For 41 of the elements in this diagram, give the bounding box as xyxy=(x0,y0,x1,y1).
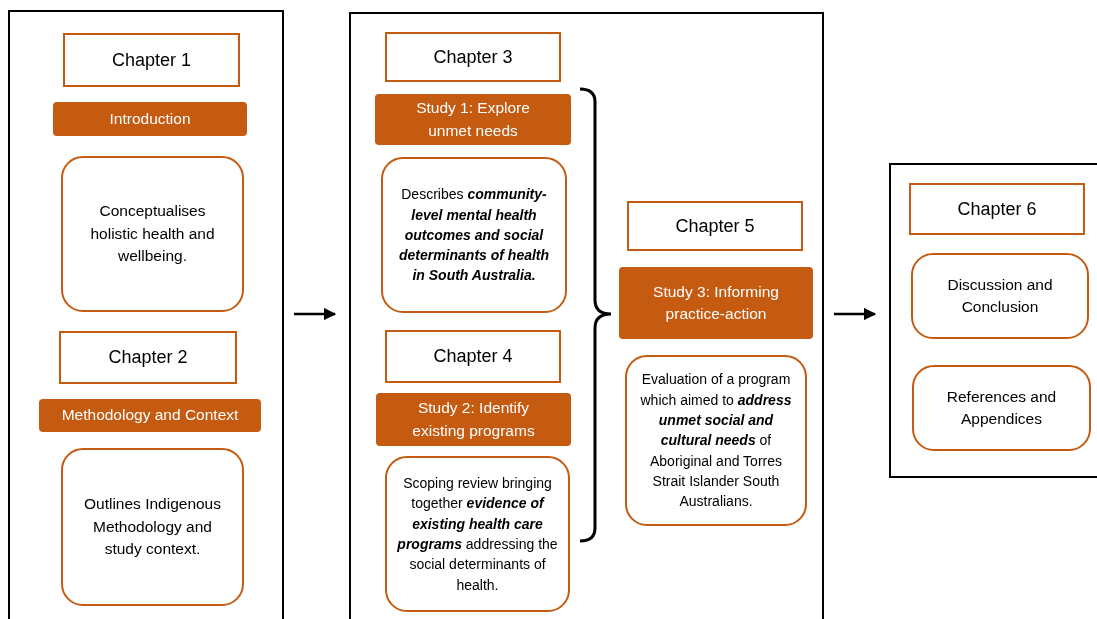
description-box xyxy=(912,365,1091,451)
box-text: Chapter 6 xyxy=(957,198,1037,220)
description-box xyxy=(625,355,807,526)
box-text: Describes community-level mental health outcomes and social determinants of health in South Australia. xyxy=(397,185,551,286)
description-box xyxy=(381,157,567,313)
study-title-banner xyxy=(376,393,571,446)
chapter-panel xyxy=(889,163,1097,478)
arrow xyxy=(294,307,337,321)
description-box xyxy=(911,253,1089,339)
box-text: Study 3: Informing practice-action xyxy=(652,281,780,324)
box-text: Discussion and Conclusion xyxy=(946,274,1054,317)
box-text: Evaluation of a program which aimed to address unmet social and cultural needs of Aboriginal and Torres Strait Islander South Australians. xyxy=(639,370,793,512)
chapter-heading-box xyxy=(909,183,1085,235)
box-text: Study 1: Explore unmet needs xyxy=(415,98,531,141)
chapter-panel xyxy=(349,12,824,619)
chapter-heading-box xyxy=(63,33,240,87)
study-title-banner xyxy=(375,94,571,145)
box-text: Methodology and Context xyxy=(61,405,239,426)
description-box xyxy=(385,456,570,612)
box-text: Chapter 4 xyxy=(433,346,513,367)
study-title-banner xyxy=(53,102,247,136)
chapter-heading-box xyxy=(385,32,561,82)
box-text: Study 2: Identify existing programs xyxy=(411,398,536,441)
chapter-heading-box xyxy=(385,330,561,383)
arrow xyxy=(834,307,877,321)
box-text: Outlines Indigenous Methodology and study context. xyxy=(83,494,222,560)
study-title-banner xyxy=(619,267,813,339)
chapter-heading-box xyxy=(627,201,803,251)
description-box xyxy=(61,448,244,606)
chapter-heading-box xyxy=(59,331,237,384)
box-text: Conceptualises holistic health and wellbeing. xyxy=(89,201,216,267)
description-box xyxy=(61,156,244,312)
box-text: Chapter 5 xyxy=(675,215,755,237)
box-text: References and Appendices xyxy=(945,386,1058,429)
box-text: Chapter 3 xyxy=(433,46,513,68)
box-text: Introduction xyxy=(109,108,191,129)
box-text: Chapter 2 xyxy=(108,347,188,368)
box-text: Scoping review bringing together evidence of existing health care programs addressing the social determinants of health. xyxy=(396,474,559,595)
chapter-panel xyxy=(8,10,284,619)
study-title-banner xyxy=(39,399,261,432)
box-text: Chapter 1 xyxy=(111,49,192,71)
